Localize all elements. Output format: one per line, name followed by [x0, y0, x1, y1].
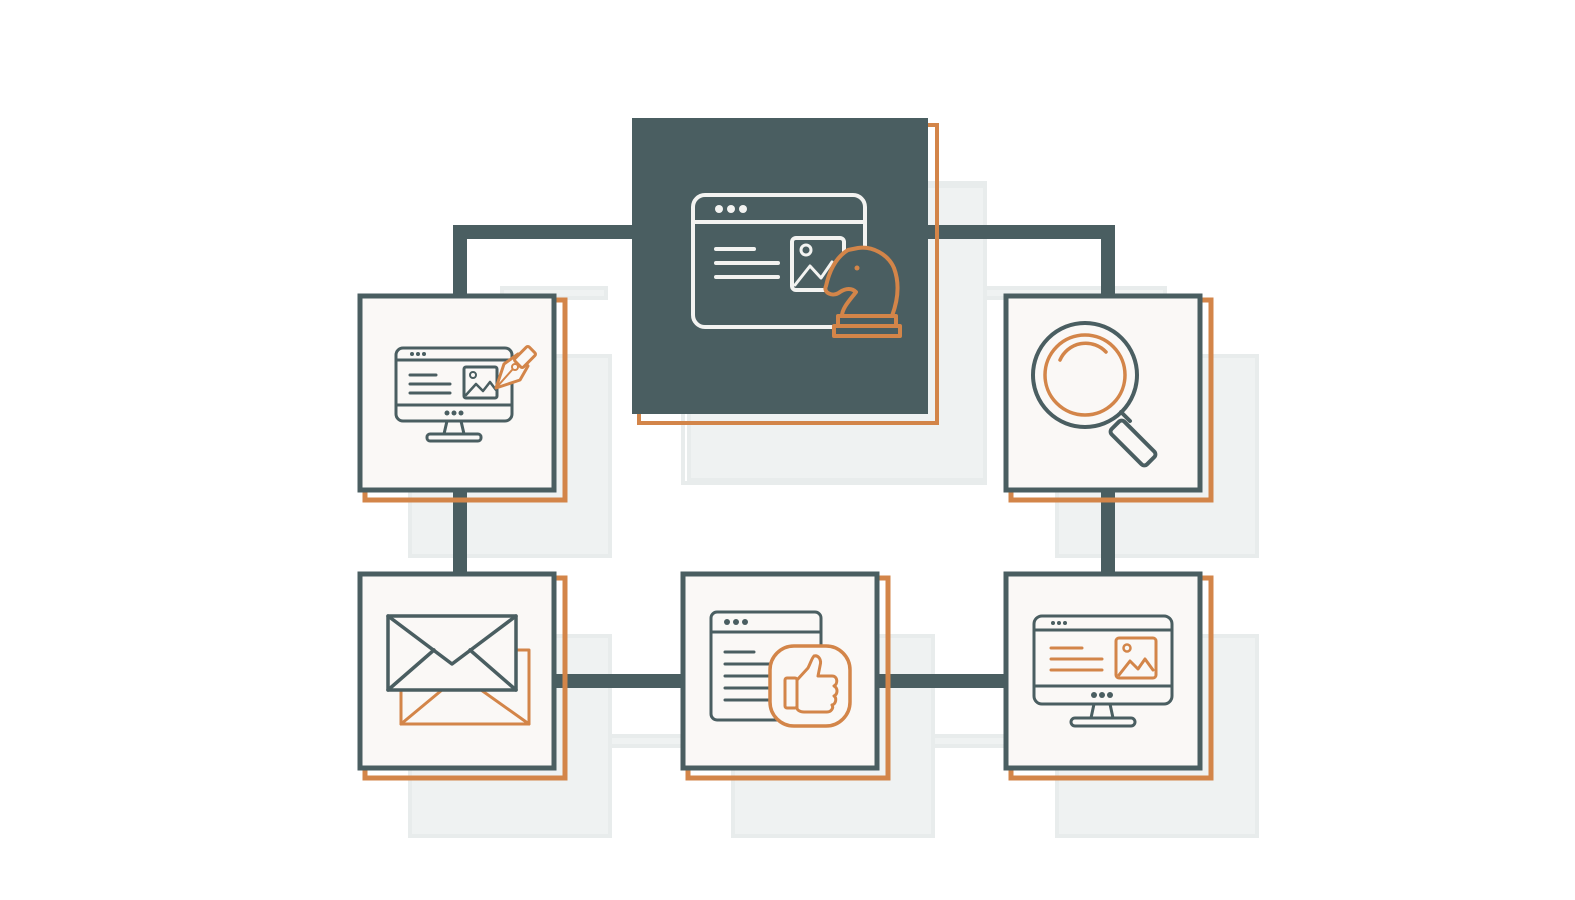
node-card-email	[357, 571, 568, 781]
node-card-search	[1003, 293, 1214, 503]
magnifying-glass-icon	[1031, 321, 1158, 468]
node-card-social-like	[680, 571, 891, 781]
connector-lines	[453, 225, 1115, 688]
browser-thumbs-up-icon	[709, 610, 852, 728]
monitor-content-icon	[1032, 614, 1174, 728]
browser-strategy-knight-icon	[691, 193, 902, 338]
node-card-web-content	[1003, 571, 1214, 781]
node-card-web-design	[357, 293, 568, 503]
monitor-pen-tool-icon	[394, 345, 537, 443]
hub-card	[632, 118, 939, 425]
connector-hub-to-search	[926, 225, 1115, 298]
envelope-icon	[386, 614, 531, 726]
connector-hub-to-web-design	[453, 225, 640, 298]
